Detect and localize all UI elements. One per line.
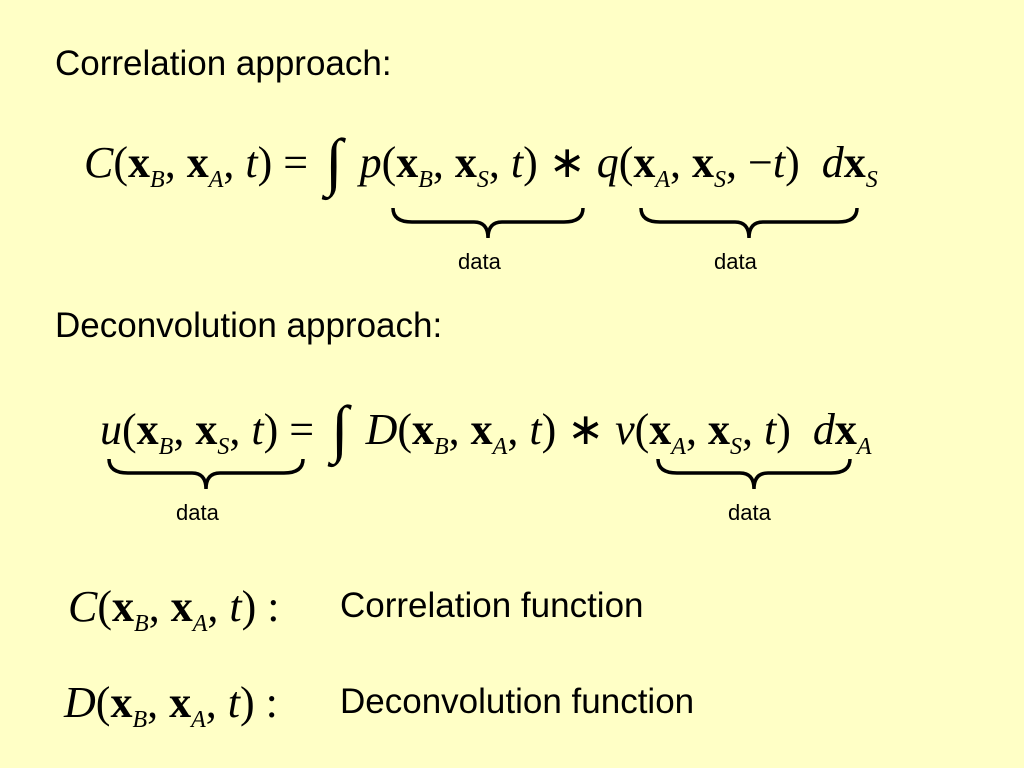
correlation-function-label: Correlation function	[340, 586, 644, 625]
deconvolution-brace-2	[655, 457, 853, 493]
correlation-brace-label-2: data	[714, 249, 757, 274]
correlation-brace-label-1: data	[458, 249, 501, 274]
correlation-heading: Correlation approach:	[55, 44, 392, 83]
deconvolution-brace-label-2: data	[728, 500, 771, 525]
deconvolution-equation: u(xB, xS, t) = ∫ D(xB, xA, t) ∗ v(xA, xS…	[100, 393, 872, 464]
deconvolution-brace-label-1: data	[176, 500, 219, 525]
correlation-brace-2	[638, 206, 860, 242]
correlation-function-symbol: C(xB, xA, t) :	[68, 582, 280, 637]
deconvolution-brace-1	[106, 457, 306, 493]
correlation-equation: C(xB, xA, t) = ∫ p(xB, xS, t) ∗ q(xA, xS…	[84, 126, 878, 197]
deconvolution-heading: Deconvolution approach:	[55, 306, 443, 345]
correlation-brace-1	[390, 206, 586, 242]
deconvolution-function-label: Deconvolution function	[340, 682, 695, 721]
deconvolution-function-symbol: D(xB, xA, t) :	[64, 678, 278, 733]
